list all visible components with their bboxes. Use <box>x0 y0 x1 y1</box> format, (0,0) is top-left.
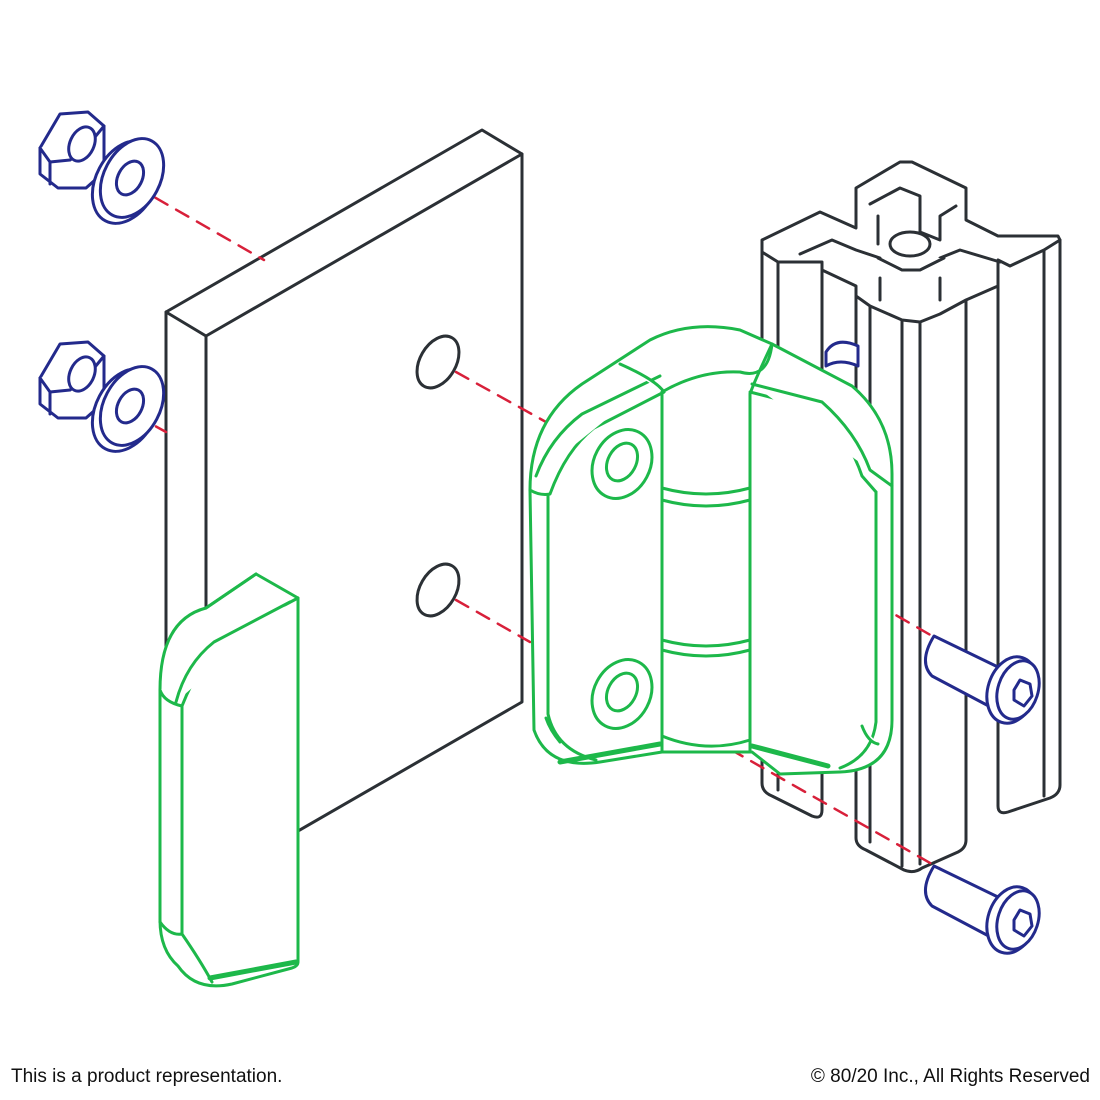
copyright-text: © 80/20 Inc., All Rights Reserved <box>810 1066 1090 1087</box>
hinge-body <box>528 325 894 776</box>
door-handle <box>158 572 300 988</box>
panel-hole-top <box>415 334 461 390</box>
button-head-bolt-top-icon <box>924 634 1041 725</box>
washer-top-icon <box>90 137 166 225</box>
button-head-bolt-bottom-icon <box>924 864 1041 955</box>
t-nut-icon <box>824 340 860 368</box>
disclaimer-text: This is a product representation. <box>11 1066 283 1087</box>
panel-hole-bottom <box>415 562 461 618</box>
hex-nut-top-icon <box>38 110 106 190</box>
washer-bottom-icon <box>90 365 166 453</box>
hex-nut-bottom-icon <box>38 340 106 420</box>
